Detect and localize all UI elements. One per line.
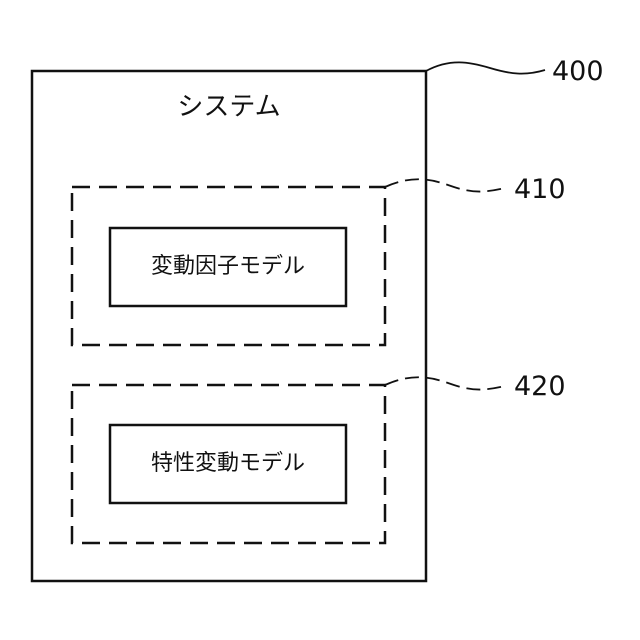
system-ref-leader (426, 62, 545, 73)
module-ref-label-420: 420 (514, 373, 566, 400)
system-ref-label: 400 (552, 58, 604, 85)
module-ref-leader-410 (385, 179, 505, 191)
system-box (32, 71, 426, 581)
module-label-420: 特性変動モデル (110, 453, 346, 475)
module-ref-label-410: 410 (514, 176, 566, 203)
system-title: システム (32, 94, 426, 120)
module-label-410: 変動因子モデル (110, 256, 346, 278)
module-ref-leader-420 (385, 377, 505, 389)
